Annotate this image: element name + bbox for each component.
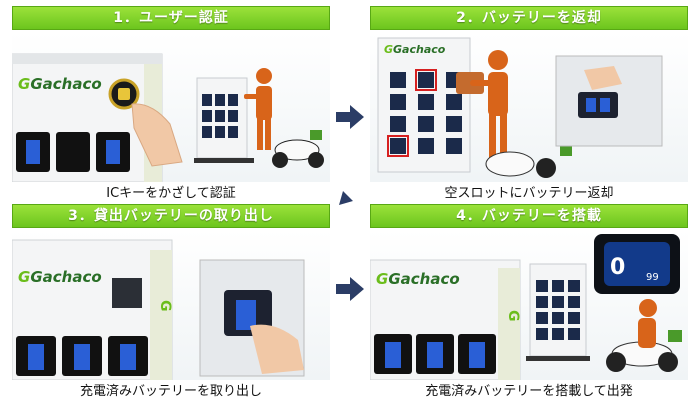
step-4-illustration: G 0 99 [370, 230, 688, 380]
step-1-caption: ICキーをかざして認証 [12, 185, 330, 203]
rider-on-scooter-icon [606, 299, 682, 372]
step-4-panel: 4．バッテリーを搭載 G 0 99 [370, 204, 688, 402]
scooter-icon [272, 130, 324, 168]
gachaco-logo: GGachaco [384, 43, 445, 56]
right-arrow-icon [334, 274, 366, 304]
step-2-header: 2．バッテリーを返却 [370, 6, 688, 30]
logo-text: Gachaco [393, 43, 445, 56]
step-4-scene-svg: G 0 99 [370, 230, 688, 380]
battery-slots [374, 334, 496, 374]
scooter-icon [486, 144, 572, 178]
svg-text:G: G [505, 310, 521, 322]
step-4-caption: 充電済みバッテリーを搭載して出発 [370, 383, 688, 401]
down-left-arrow-icon [336, 178, 366, 208]
logo-text: Gachaco [388, 270, 459, 288]
right-arrow-icon [334, 102, 366, 132]
step-1-illustration: G [12, 32, 330, 182]
person-icon [470, 50, 508, 158]
step-2-panel: 2．バッテリーを返却 [370, 6, 688, 204]
gachaco-logo: GGachaco [18, 75, 102, 93]
step-3-header: 3．貸出バッテリーの取り出し [12, 204, 330, 228]
battery-slots [16, 336, 148, 376]
svg-text:0: 0 [610, 255, 625, 280]
step-3-illustration: G GGachaco [12, 230, 330, 380]
gachaco-logo: GGachaco [376, 270, 460, 288]
logo-text: Gachaco [30, 268, 101, 286]
person-icon [244, 68, 272, 150]
step-3-scene-svg: G [12, 230, 330, 380]
gachaco-logo: GGachaco [18, 268, 102, 286]
battery-slots [16, 132, 130, 172]
logo-text: Gachaco [30, 75, 101, 93]
svg-text:G: G [157, 300, 173, 312]
step-2-caption: 空スロットにバッテリー返却 [370, 185, 688, 203]
step-3-panel: 3．貸出バッテリーの取り出し G GGachaco 充電済みバッテリーを取り出し [12, 204, 330, 402]
step-1-panel: 1．ユーザー認証 G [12, 6, 330, 204]
step-1-scene-svg: G [12, 32, 330, 182]
meter-reading: 99 [646, 272, 659, 283]
step-1-header: 1．ユーザー認証 [12, 6, 330, 30]
step-3-caption: 充電済みバッテリーを取り出し [12, 383, 330, 401]
step-4-header: 4．バッテリーを搭載 [370, 204, 688, 228]
step-2-illustration: GGachaco [370, 32, 688, 182]
